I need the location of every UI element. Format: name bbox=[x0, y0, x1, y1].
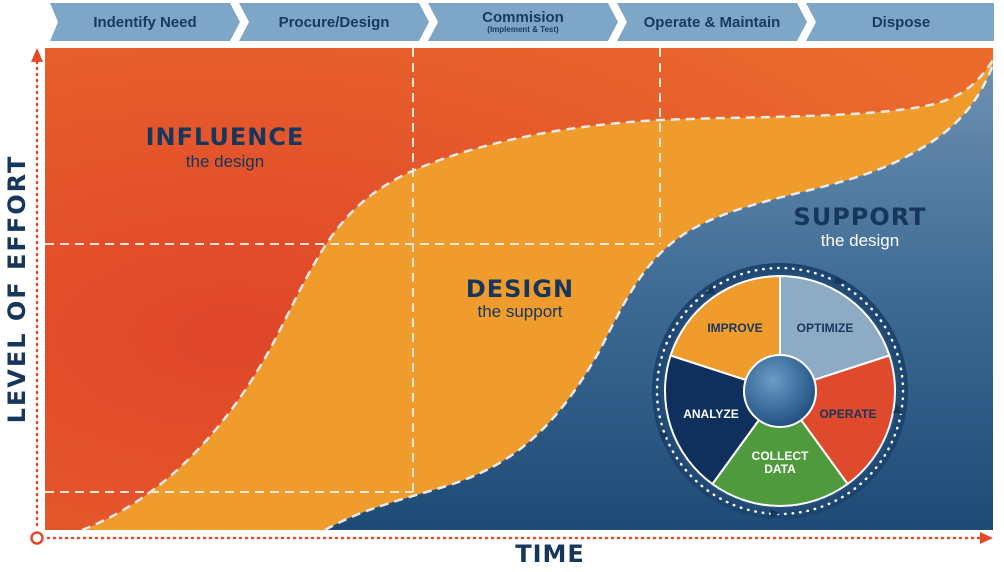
segment-improve bbox=[669, 274, 781, 393]
phase-commision: Commision (Implement & Test) bbox=[428, 3, 618, 41]
chevron-shape bbox=[806, 3, 994, 41]
chevron-shape bbox=[239, 3, 429, 41]
phase-bar: Indentify Need Procure/Design Commision … bbox=[50, 3, 994, 41]
label-analyze: ANALYZE bbox=[683, 407, 739, 421]
cycle-hub bbox=[743, 354, 817, 428]
origin-marker bbox=[30, 531, 44, 545]
support-title: SUPPORT bbox=[793, 203, 927, 231]
label-optimize: OPTIMIZE bbox=[797, 321, 854, 335]
phase-label: Dispose bbox=[871, 13, 931, 31]
phase-sublabel: (Implement & Test) bbox=[487, 24, 559, 34]
cycle-arrow-icon bbox=[770, 509, 780, 518]
phase-identify-need: Indentify Need bbox=[50, 3, 240, 41]
cycle-arrow-icon bbox=[893, 404, 903, 414]
segment-collect-data bbox=[711, 389, 849, 507]
cycle-dotted-ring bbox=[655, 266, 905, 516]
phase-label: Commision bbox=[482, 8, 564, 26]
phase-operate-maintain: Operate & Maintain bbox=[617, 3, 807, 41]
segment-optimize bbox=[779, 274, 891, 393]
label-operate: OPERATE bbox=[819, 407, 876, 421]
upper-boundary-curve bbox=[81, 59, 995, 532]
support-subtitle: the design bbox=[820, 231, 900, 250]
phase-label: Operate & Maintain bbox=[643, 13, 781, 31]
phase-dispose: Dispose bbox=[806, 3, 996, 41]
chevron-shape bbox=[50, 3, 240, 41]
cycle-arrow-icon bbox=[705, 285, 715, 294]
x-axis-label: TIME bbox=[515, 540, 585, 568]
design-title: DESIGN bbox=[465, 275, 575, 303]
label-improve: IMPROVE bbox=[707, 321, 762, 335]
influence-title: INFLUENCE bbox=[145, 123, 305, 151]
lower-boundary-curve bbox=[324, 64, 995, 532]
influence-subtitle: the design bbox=[185, 152, 265, 171]
y-axis bbox=[31, 48, 43, 530]
chevron-shape bbox=[617, 3, 807, 41]
phase-label: Indentify Need bbox=[93, 13, 197, 31]
chevron-shape bbox=[428, 3, 618, 41]
design-subtitle: the support bbox=[477, 302, 563, 321]
dashed-guides bbox=[45, 48, 661, 493]
x-axis bbox=[46, 532, 993, 544]
y-axis-label: LEVEL OF EFFORT bbox=[3, 154, 31, 424]
cycle-arrow-icon bbox=[659, 432, 668, 442]
phase-procure-design: Procure/Design bbox=[239, 3, 429, 41]
cycle-arrow-icon bbox=[834, 276, 846, 284]
phase-label: Procure/Design bbox=[278, 13, 390, 31]
